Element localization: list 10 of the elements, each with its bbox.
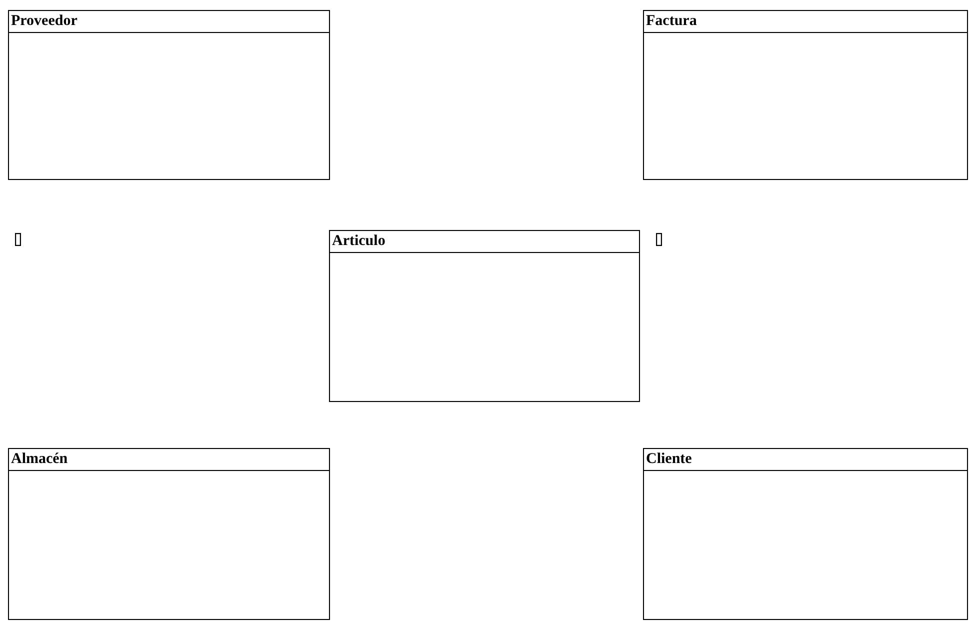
class-title: Factura — [646, 14, 697, 29]
class-box — [8, 448, 330, 620]
class-title: Proveedor — [11, 14, 78, 29]
class-title: Cliente — [646, 452, 692, 467]
class-box — [329, 230, 640, 402]
class-box — [643, 448, 968, 620]
class-box — [643, 10, 968, 180]
class-title: Articulo — [332, 234, 386, 249]
class-box — [8, 10, 330, 180]
class-title: Almacén — [11, 452, 68, 467]
